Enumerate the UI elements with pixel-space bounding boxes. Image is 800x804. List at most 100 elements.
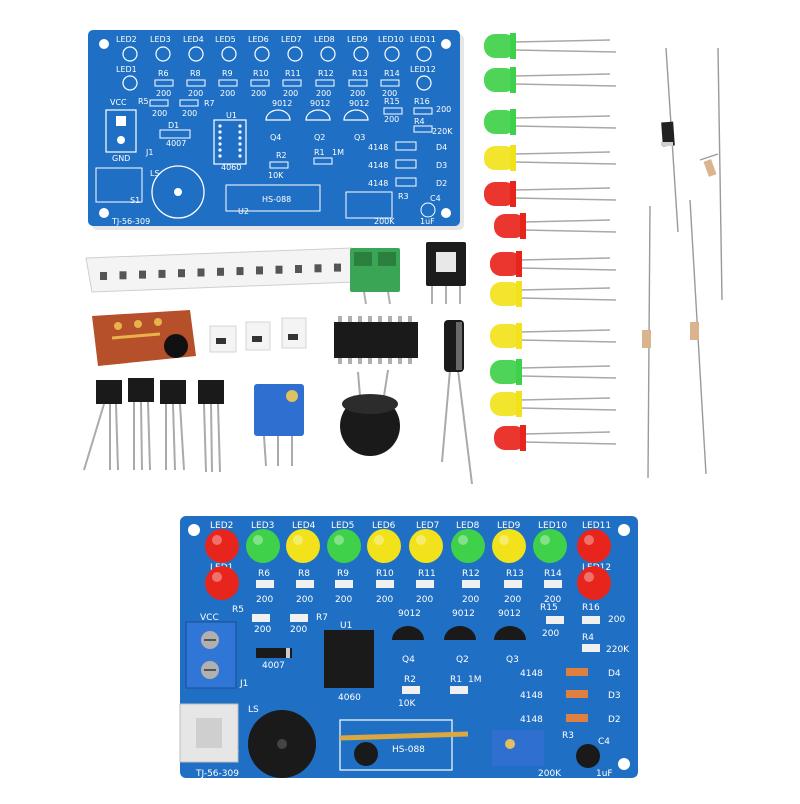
r16-value: 200 <box>436 105 451 114</box>
led-label: LED11 <box>410 35 436 44</box>
transistor-ref: Q3 <box>506 655 519 665</box>
tape-resistor <box>217 267 224 276</box>
tape-resistor <box>100 272 107 280</box>
terminal-block <box>350 248 400 305</box>
led-label: LED4 <box>292 521 316 531</box>
r2-label: R2 <box>404 675 416 685</box>
mount-hole <box>441 39 451 49</box>
resistor-value: 200 <box>416 595 433 605</box>
board-id: TJ-56-309 <box>195 769 239 779</box>
buzzer-footprint <box>151 165 205 219</box>
tape-resistor <box>295 265 302 273</box>
led-label: LED8 <box>456 521 480 531</box>
resistor-label: R12 <box>462 569 480 579</box>
board-led <box>205 529 239 563</box>
transistor-ref: Q2 <box>456 655 469 665</box>
mount-hole <box>99 39 109 49</box>
c4-label: C4 <box>598 737 610 747</box>
loose-led <box>494 425 617 451</box>
tape-resistor <box>275 265 283 274</box>
smd-resistor <box>544 580 562 588</box>
r3-label: R3 <box>398 192 409 201</box>
resistor-label: R13 <box>506 569 524 579</box>
loose-leds <box>484 33 617 451</box>
diode-value: 4148 <box>368 143 388 152</box>
r16-label: R16 <box>414 97 430 106</box>
diode-value: 4148 <box>520 691 543 701</box>
r5-value: 200 <box>254 625 271 635</box>
resistor-label: R9 <box>222 69 233 78</box>
loose-led <box>484 181 617 207</box>
diode-ref: D4 <box>608 669 621 679</box>
diode-ref: D2 <box>436 179 447 188</box>
resistor-value: 200 <box>335 595 352 605</box>
board-led <box>492 529 526 563</box>
r4-value: 220K <box>432 127 453 136</box>
vcc-label: VCC <box>200 613 219 623</box>
resistor-label: R12 <box>318 69 334 78</box>
led-label: LED2 <box>116 35 137 44</box>
resistor-value: 200 <box>504 595 521 605</box>
resistor-label: R13 <box>352 69 368 78</box>
r1-label: R1 <box>450 675 462 685</box>
resistor-value: 200 <box>544 595 561 605</box>
u1-label: U1 <box>226 111 237 120</box>
board-led <box>577 529 611 563</box>
loose-led <box>490 323 617 349</box>
resistor-value: 200 <box>316 89 331 98</box>
resistor-label: R8 <box>298 569 310 579</box>
resistor-value: 200 <box>350 89 365 98</box>
led-label: LED11 <box>582 521 611 531</box>
led-label: LED1 <box>116 65 137 74</box>
resistor-value: 200 <box>283 89 298 98</box>
u2-value: HS-088 <box>262 195 291 204</box>
loose-led <box>484 109 617 135</box>
resistor-label: R6 <box>158 69 169 78</box>
mount-hole <box>99 208 109 218</box>
electrolytic-capacitor <box>441 320 473 485</box>
c4-value: 1uF <box>420 217 435 226</box>
r3-value: 200K <box>538 769 562 779</box>
r2-value: 10K <box>268 171 284 180</box>
r4-label: R4 <box>414 117 425 126</box>
r1-value: 1M <box>332 148 344 157</box>
s1-label: S1 <box>130 196 140 205</box>
resistor-label: R6 <box>258 569 270 579</box>
r5-label: R5 <box>232 605 244 615</box>
transistor-ref: Q2 <box>314 133 325 142</box>
loose-diodes <box>642 47 723 479</box>
led-label: LED3 <box>251 521 274 531</box>
push-switch <box>426 242 466 304</box>
led-label: LED6 <box>248 35 269 44</box>
r1-value: 1M <box>468 675 482 685</box>
transistor-type: 9012 <box>310 99 330 108</box>
r15-label: R15 <box>540 603 558 613</box>
board-id: TJ-56-309 <box>111 217 150 226</box>
resistor-value: 200 <box>376 595 393 605</box>
r16-value: 200 <box>608 615 625 625</box>
c4-value: 1uF <box>596 769 613 779</box>
r5-value: 200 <box>152 109 167 118</box>
resistor-label: R14 <box>544 569 562 579</box>
smd-resistor <box>416 580 434 588</box>
vcc-label: VCC <box>110 98 127 107</box>
loose-led <box>490 391 617 417</box>
smd-resistor <box>335 580 353 588</box>
led-label: LED7 <box>416 521 439 531</box>
loose-led <box>490 359 617 385</box>
diode-value: 4148 <box>368 161 388 170</box>
led-label: LED2 <box>210 521 233 531</box>
j1-label: J1 <box>145 148 153 157</box>
u2-value: HS-088 <box>392 745 425 755</box>
board-leds <box>205 529 611 600</box>
smd-resistor <box>296 580 314 588</box>
diode-value: 4148 <box>520 715 543 725</box>
board-led <box>409 529 443 563</box>
transistor-ref: Q4 <box>402 655 415 665</box>
board-led <box>286 529 320 563</box>
led-label: LED12 <box>410 65 436 74</box>
led-label: LED9 <box>347 35 368 44</box>
loose-led <box>490 281 617 307</box>
ls-label: LS <box>150 169 160 178</box>
